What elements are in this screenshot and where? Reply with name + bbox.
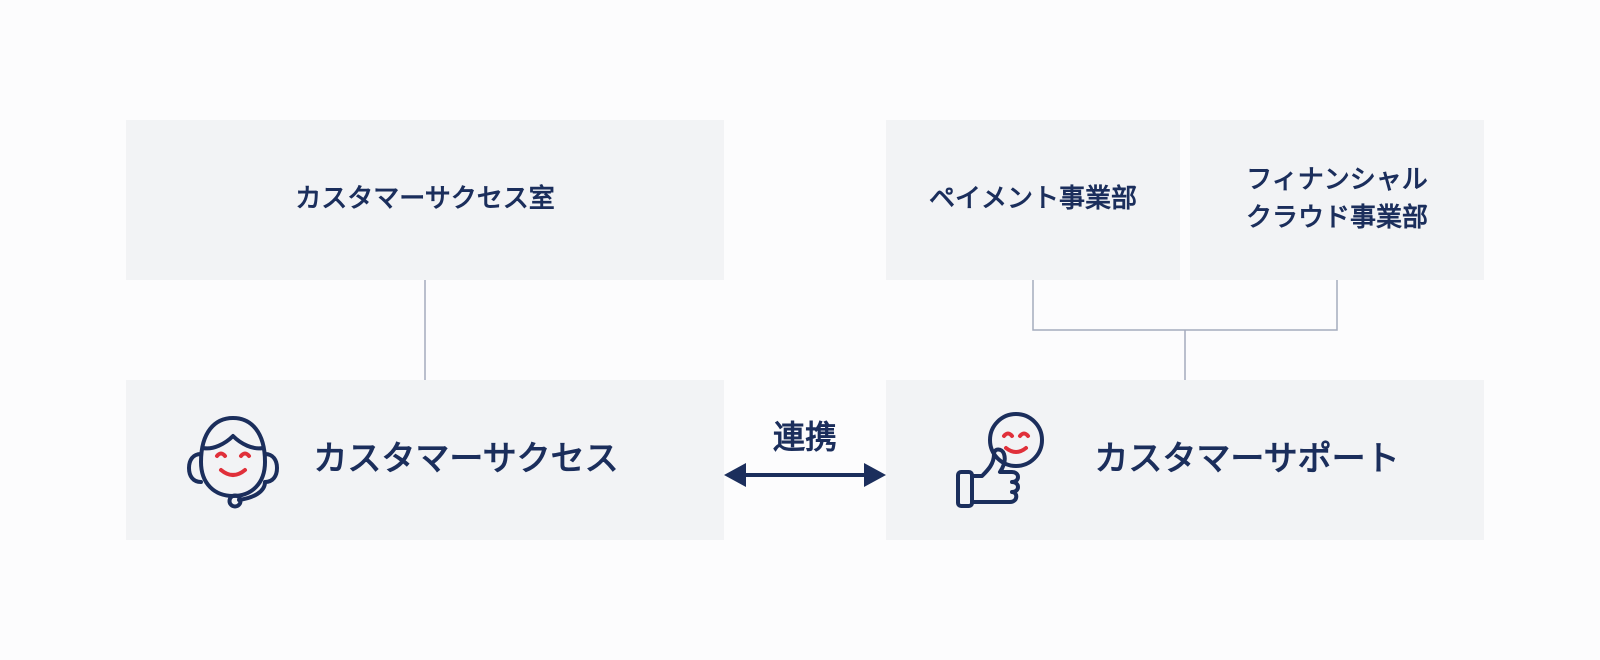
node-customer-support: カスタマーサポート [886, 380, 1484, 540]
double-arrow [724, 463, 886, 487]
node-cs-office: カスタマーサクセス室 [126, 120, 724, 280]
node-payment-division: ペイメント事業部 [886, 120, 1180, 280]
node-finance-cloud-division: フィナンシャル クラウド事業部 [1190, 120, 1484, 280]
link-label: 連携 [772, 418, 837, 456]
node-payment-division-label: ペイメント事業部 [928, 184, 1137, 215]
thumbs-up-smiley-icon [950, 408, 1054, 512]
node-customer-success-label: カスタマーサクセス [313, 439, 619, 480]
node-customer-success: カスタマーサクセス [126, 380, 724, 540]
node-cs-office-label: カスタマーサクセス室 [295, 184, 555, 215]
connector-divisions-to-support [1032, 280, 1338, 331]
headset-person-icon [179, 410, 280, 510]
node-finance-cloud-division-label: フィナンシャル クラウド事業部 [1245, 165, 1428, 233]
node-customer-support-label: カスタマーサポート [1094, 439, 1400, 480]
